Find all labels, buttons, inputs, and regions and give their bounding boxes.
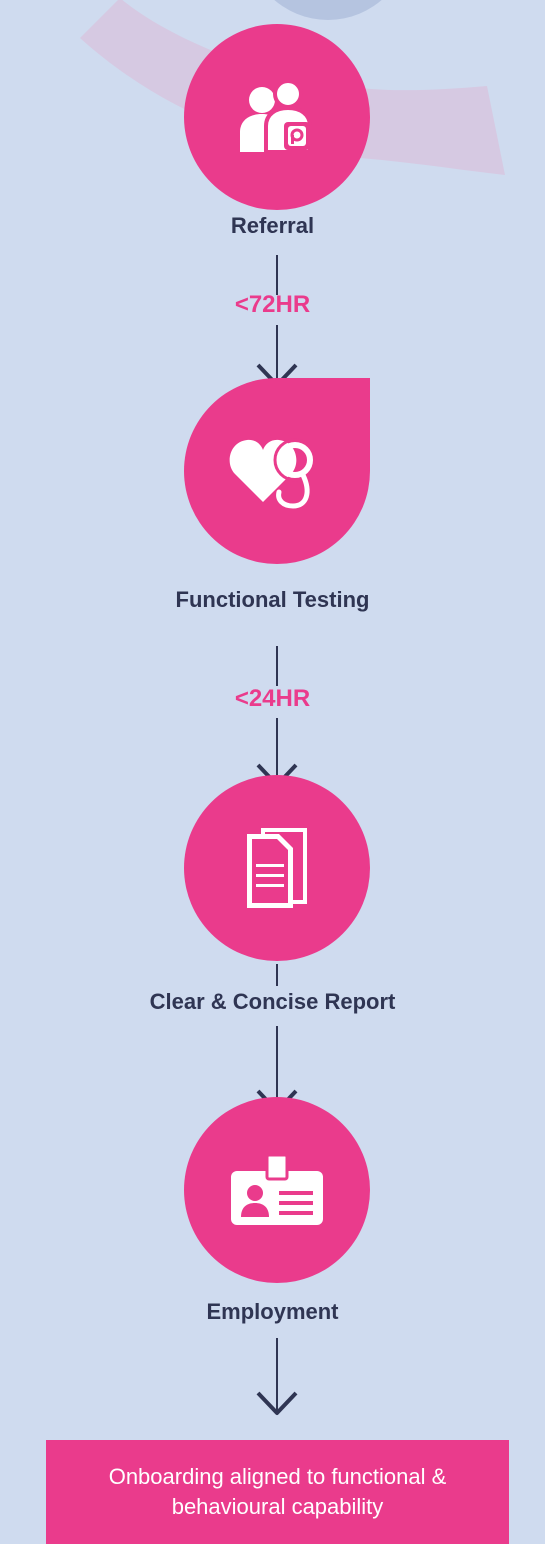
document-icon [247, 828, 307, 908]
timing-label-72hr: <72HR [234, 291, 311, 318]
id-card-icon [231, 1153, 323, 1225]
chevron-down-icon [256, 1391, 298, 1415]
outcome-text: Onboarding aligned to functional & behav… [108, 1464, 447, 1519]
timing-label-24hr: <24HR [234, 685, 311, 712]
connector-line [276, 646, 278, 686]
connector-line [276, 255, 278, 295]
employment-node [184, 1097, 370, 1283]
connector-line [276, 964, 278, 986]
step-label-functional-testing: Functional Testing [175, 587, 370, 612]
connector-line [276, 1026, 278, 1106]
report-node [184, 775, 370, 961]
heart-stethoscope-icon [229, 438, 317, 509]
connector-line [276, 718, 278, 780]
connector-line [276, 1338, 278, 1410]
connector-line [276, 325, 278, 381]
referral-node [184, 24, 370, 210]
step-label-report: Clear & Concise Report [149, 989, 396, 1014]
step-label-referral: Referral [230, 213, 315, 238]
functional-testing-node [184, 378, 370, 564]
step-label-employment: Employment [206, 1299, 339, 1324]
outcome-box: Onboarding aligned to functional & behav… [46, 1440, 509, 1544]
people-icon [240, 80, 312, 154]
